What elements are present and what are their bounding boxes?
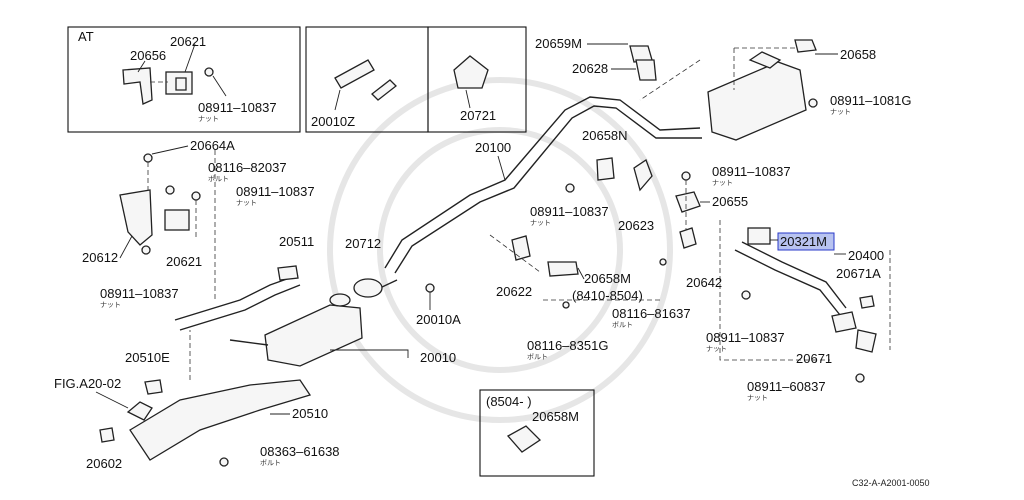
exhaust-pipe-20100 [379, 96, 702, 289]
label-20656: 20656 [130, 48, 166, 63]
highlight-20321m[interactable] [777, 232, 835, 251]
label-20010a: 20010A [416, 312, 461, 327]
label-20100: 20100 [475, 140, 511, 155]
label-08911-10837-c: 08911–10837 [530, 204, 609, 219]
label-20010z: 20010Z [311, 114, 355, 129]
label-20321m[interactable]: 20321M [780, 234, 827, 249]
label-8504: (8504- ) [486, 394, 532, 409]
label-nut-g: ナット [706, 345, 727, 353]
inset-8504 [479, 389, 595, 477]
inset-20721 [427, 26, 527, 133]
bracket-cluster-left [119, 153, 201, 255]
label-20628: 20628 [572, 61, 608, 76]
label-08116-8351g: 08116–8351G [527, 338, 608, 353]
label-fig-a20-02[interactable]: FIG.A20-02 [54, 376, 121, 391]
label-nut-a: ナット [198, 115, 219, 123]
inset-at [67, 26, 301, 133]
label-nut-f: ナット [100, 301, 121, 309]
label-nut-c: ナット [236, 199, 257, 207]
label-20400: 20400 [848, 248, 884, 263]
label-20658: 20658 [840, 47, 876, 62]
label-at: AT [78, 29, 94, 44]
label-bolt-d: ボルト [260, 459, 281, 467]
label-20621-mid: 20621 [166, 254, 202, 269]
label-20664a: 20664A [190, 138, 235, 153]
label-08116-82037: 08116–82037 [208, 160, 287, 175]
label-08911-10837-d: 08911–10837 [712, 164, 791, 179]
label-8410-8504: (8410-8504) [572, 288, 643, 303]
front-pipe-20511 [174, 265, 301, 331]
label-20612: 20612 [82, 250, 118, 265]
hanger-cluster-center [489, 157, 701, 309]
label-20712: 20712 [345, 236, 381, 251]
pre-muffler-20010 [229, 278, 409, 367]
heat-shield-20510 [99, 150, 312, 461]
label-nut-e: ナット [712, 179, 733, 187]
label-20671: 20671 [796, 351, 832, 366]
label-20671a: 20671A [836, 266, 881, 281]
label-nut-h: ナット [747, 394, 768, 402]
label-20655: 20655 [712, 194, 748, 209]
label-08911-10837-b: 08911–10837 [236, 184, 315, 199]
reference-code: C32-A-A2001-0050 [852, 478, 930, 488]
tail-pipe-20400 [719, 220, 891, 383]
label-bolt-a: ボルト [208, 175, 229, 183]
label-nut-b: ナット [830, 108, 851, 116]
label-20642: 20642 [686, 275, 722, 290]
label-08911-1081g: 08911–1081G [830, 93, 911, 108]
label-20622: 20622 [496, 284, 532, 299]
label-nut-d: ナット [530, 219, 551, 227]
label-20658m-bot: 20658M [532, 409, 579, 424]
label-20658n: 20658N [582, 128, 628, 143]
label-20658m-mid: 20658M [584, 271, 631, 286]
label-20621-top: 20621 [170, 34, 206, 49]
label-08116-81637: 08116–81637 [612, 306, 691, 321]
main-muffler [629, 39, 818, 141]
label-bolt-c: ボルト [527, 353, 548, 361]
label-08911-60837: 08911–60837 [747, 379, 826, 394]
label-20510: 20510 [292, 406, 328, 421]
label-20721: 20721 [460, 108, 496, 123]
label-20510e: 20510E [125, 350, 170, 365]
label-08911-10837-a: 08911–10837 [198, 100, 277, 115]
label-20010: 20010 [420, 350, 456, 365]
label-08911-10837-f: 08911–10837 [706, 330, 785, 345]
label-20659m: 20659M [535, 36, 582, 51]
label-20511: 20511 [279, 234, 314, 249]
label-bolt-b: ボルト [612, 321, 633, 329]
watermark [327, 77, 673, 423]
bottom-fasteners [219, 283, 435, 467]
label-20623: 20623 [618, 218, 654, 233]
part-labels: AT 20621 20656 08911–10837 ナット 20010Z 20… [54, 29, 930, 488]
label-08363-61638: 08363–61638 [260, 444, 340, 459]
label-08911-10837-e: 08911–10837 [100, 286, 179, 301]
label-20602: 20602 [86, 456, 122, 471]
